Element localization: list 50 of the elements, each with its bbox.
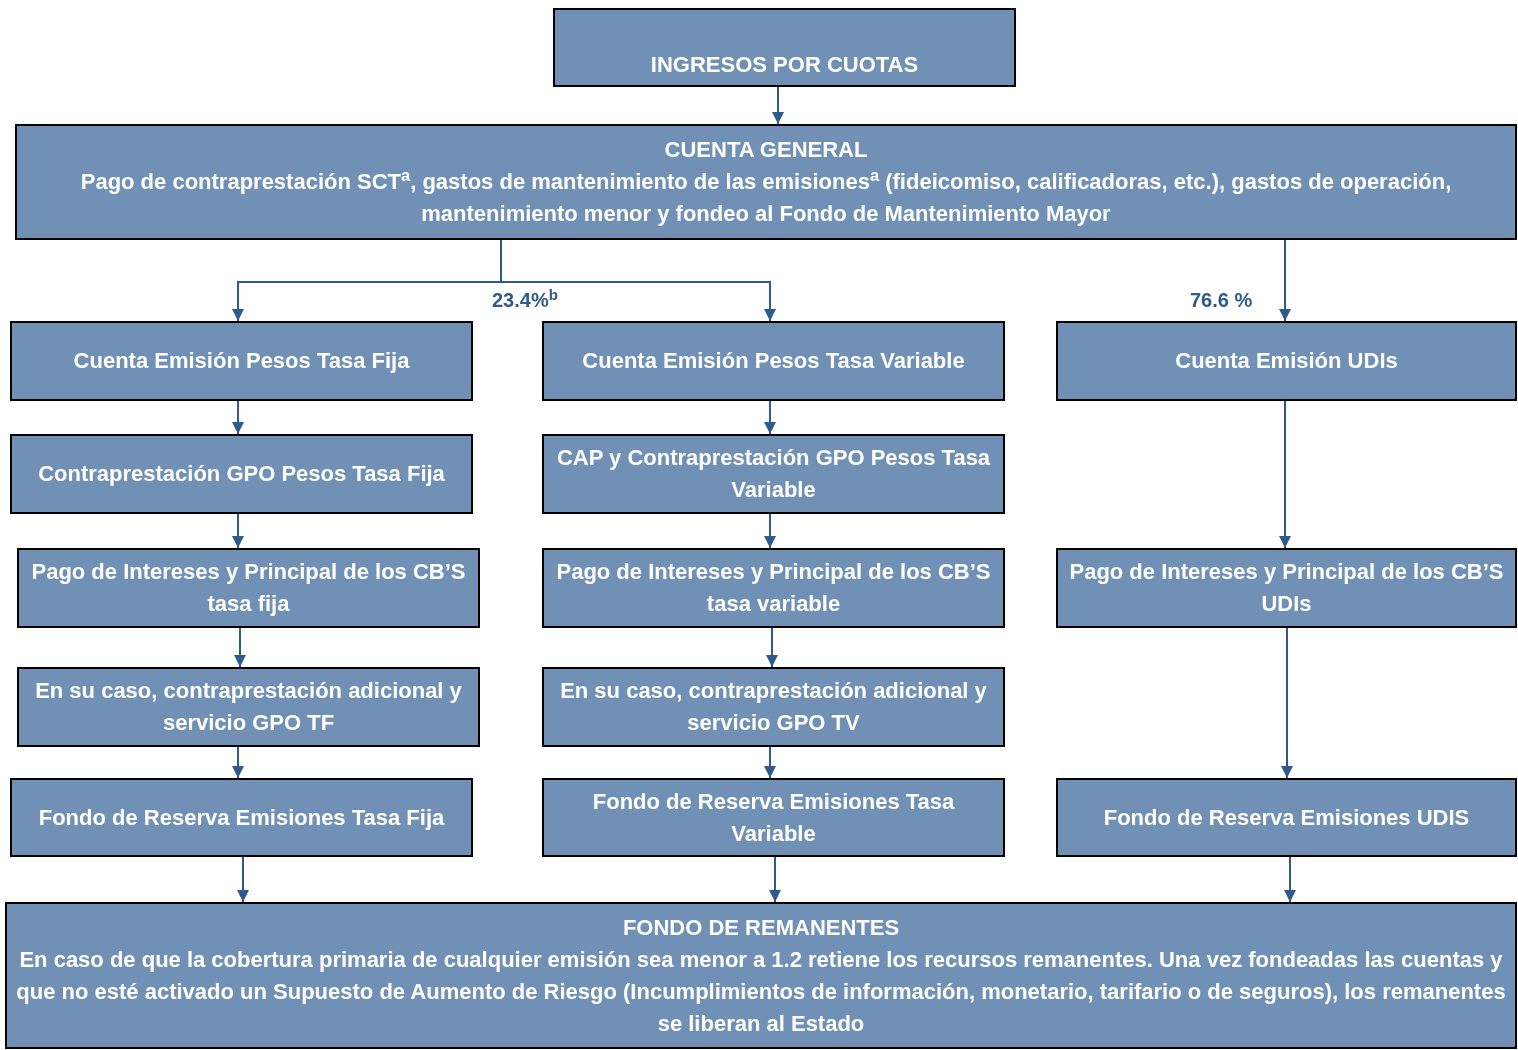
arrow	[766, 627, 778, 668]
box-text: Fondo de Reserva Emisiones Tasa Variable	[591, 787, 956, 848]
box-text: Fondo de Reserva Emisiones Tasa Fija	[38, 803, 445, 832]
process-box	[17, 667, 480, 747]
process-box	[1056, 778, 1517, 857]
box-text: Cuenta Emisión UDIs	[1175, 347, 1398, 375]
process-box	[1056, 321, 1517, 401]
process-box	[542, 778, 1005, 857]
box-text: INGRESOS POR CUOTAS	[650, 51, 919, 79]
process-box	[17, 548, 480, 628]
process-box	[15, 124, 1517, 240]
arrow	[772, 86, 784, 125]
arrow	[1279, 239, 1291, 322]
arrow	[1284, 856, 1296, 903]
box-heading: CUENTA GENERAL	[664, 136, 868, 164]
box-heading: FONDO DE REMANENTES	[622, 913, 900, 942]
process-box	[542, 434, 1005, 514]
arrow	[764, 513, 776, 549]
arrow	[232, 400, 244, 435]
box-text: Pago de Intereses y Principal de los CB’S UDIs	[1068, 558, 1505, 618]
box-text: Cuenta Emisión Pesos Tasa Variable	[582, 347, 965, 375]
box-text: En su caso, contraprestación adicional y servicio GPO TV	[559, 677, 988, 737]
arrow	[1279, 400, 1291, 549]
arrow	[769, 856, 781, 903]
box-text: En su caso, contraprestación adicional y servicio GPO TF	[34, 677, 463, 737]
box-text: Contraprestación GPO Pesos Tasa Fija	[38, 460, 445, 488]
process-box	[1056, 548, 1517, 628]
process-box	[10, 434, 473, 514]
arrow	[500, 239, 776, 322]
arrow	[1281, 627, 1293, 779]
arrow	[237, 856, 249, 903]
arrow	[232, 746, 244, 779]
box-text: Pago de Intereses y Principal de los CB’S tasa fija	[30, 558, 467, 618]
arrow	[764, 746, 776, 779]
box-text: Fondo de Reserva Emisiones UDIS	[1103, 803, 1470, 832]
process-box	[10, 321, 473, 401]
process-box	[5, 902, 1517, 1049]
process-box	[542, 548, 1005, 628]
process-box	[553, 8, 1016, 87]
box-text: Pago de Intereses y Principal de los CB’S tasa variable	[555, 558, 992, 618]
box-text: En caso de que la cobertura primaria de cualquier emisión sea menor a 1.2 retiene los recursos remanentes. Una vez fondeadas las cuentas y que no esté activado un Supuesto de Aumento de Riesgo (Incumplimientos de información, monetario, tarifario o de seguros), los remanentes se liberan al Estado	[15, 945, 1507, 1038]
arrow	[234, 627, 246, 668]
process-box	[542, 667, 1005, 747]
box-text: Pago de contraprestación SCT$^{a}$, gastos de mantenimiento de las emisiones$^{a}$ (fideicomiso, calificadoras, etc.), gastos de operación, mantenimiento menor y fondeo al Fondo de Mantenimiento Mayor	[79, 166, 1453, 228]
box-text: Cuenta Emisión Pesos Tasa Fija	[73, 347, 410, 375]
box-text: CAP y Contraprestación GPO Pesos Tasa Variable	[555, 444, 992, 504]
arrow	[232, 513, 244, 549]
arrow	[764, 400, 776, 435]
process-box	[542, 321, 1005, 401]
process-box	[10, 778, 473, 857]
